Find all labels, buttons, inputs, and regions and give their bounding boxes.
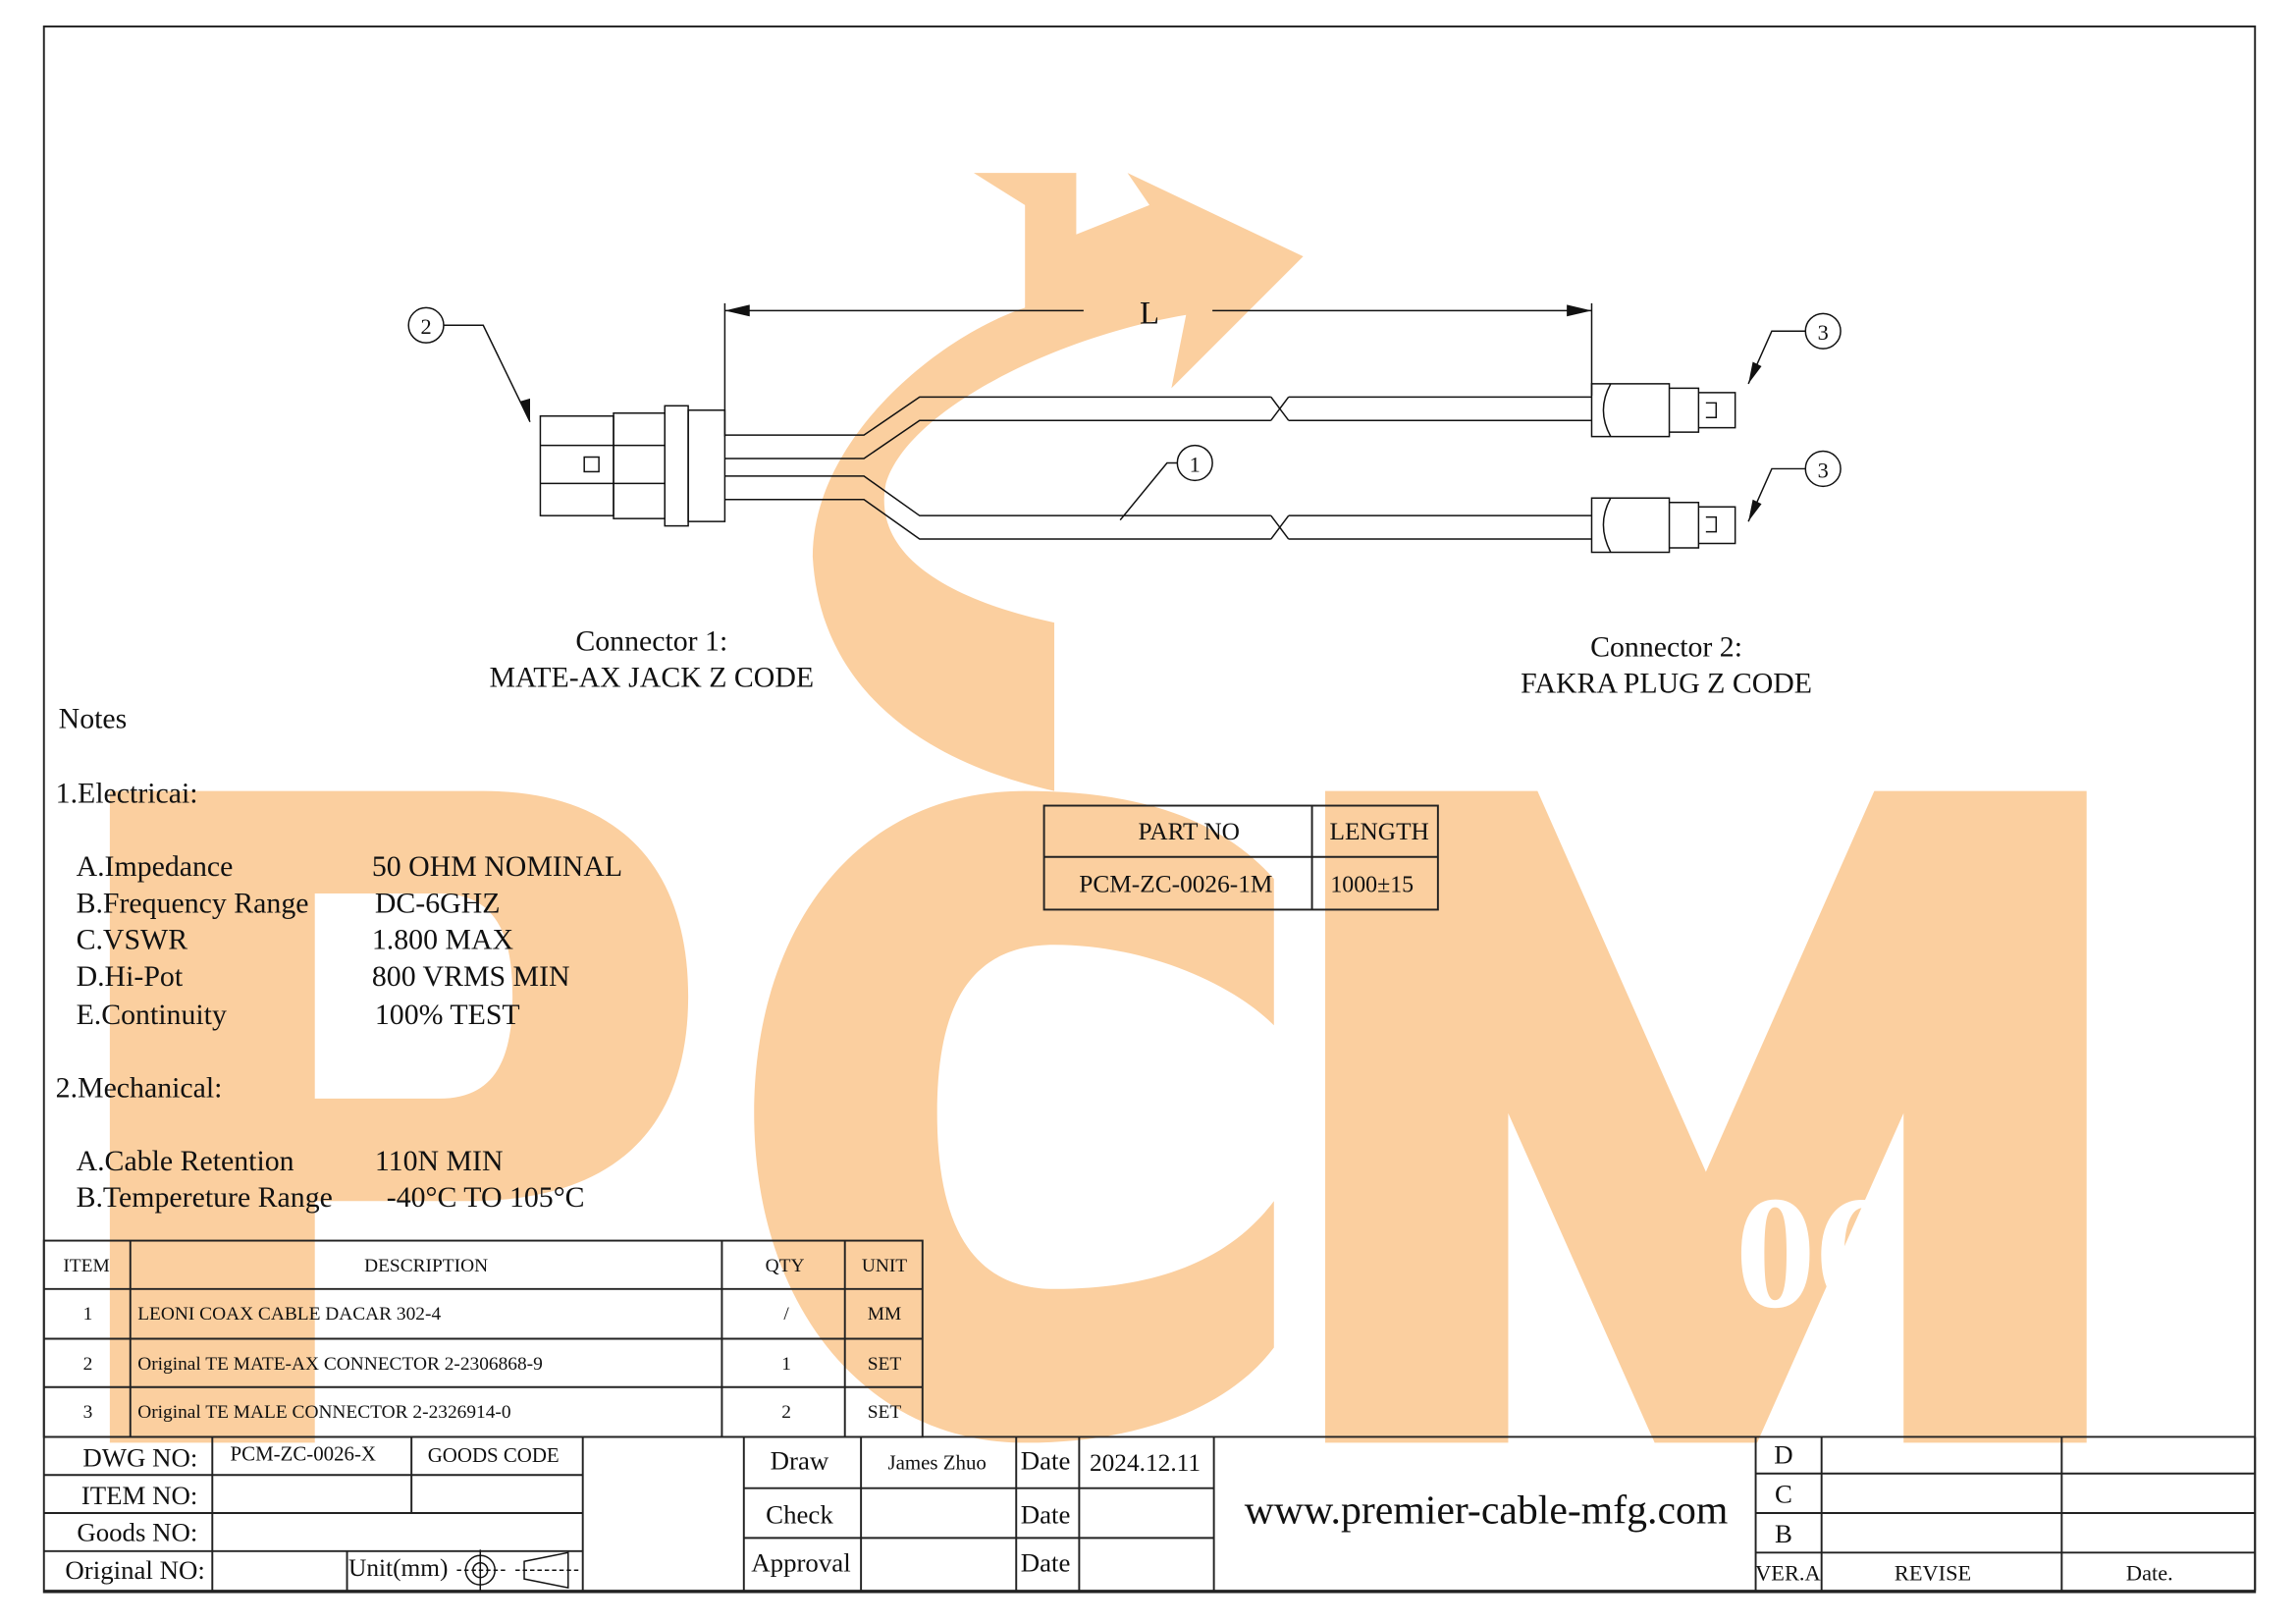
label: Approval xyxy=(751,1548,850,1578)
label: / xyxy=(783,1304,789,1325)
label: SET xyxy=(868,1402,902,1423)
label: MM xyxy=(868,1304,901,1325)
label: QTY xyxy=(766,1256,805,1276)
label: C.VSWR xyxy=(77,924,188,956)
label: D xyxy=(1774,1439,1792,1469)
title-block: DWG NO: PCM-ZC-0026-X GOODS CODE ITEM NO… xyxy=(43,1435,2257,1593)
label: 100% TEST xyxy=(375,999,520,1031)
projection-symbol-icon xyxy=(456,1549,580,1592)
label: DESCRIPTION xyxy=(364,1256,488,1276)
label: 3 xyxy=(1818,320,1829,345)
label: 1 xyxy=(1190,452,1201,476)
sheet-border xyxy=(42,25,2257,1594)
label: A.Cable Retention xyxy=(77,1145,294,1177)
pcm-watermark: 06 xyxy=(109,173,2087,1443)
label: SET xyxy=(868,1354,902,1375)
label: DC-6GHZ xyxy=(375,887,501,919)
coax-cables xyxy=(724,396,1592,540)
dimension-label: L xyxy=(1140,297,1159,332)
watermark-letter-m xyxy=(1324,790,2087,1443)
label: 110N MIN xyxy=(375,1145,504,1177)
watermark-letter-p xyxy=(109,790,689,1443)
label: Original TE MALE CONNECTOR 2-2326914-0 xyxy=(137,1402,510,1423)
connector-2-title: Connector 2: xyxy=(1590,630,1742,663)
label: 3 xyxy=(83,1402,93,1423)
label: 2 xyxy=(83,1354,93,1375)
label: 1.800 MAX xyxy=(372,924,513,956)
label: 2.Mechanical: xyxy=(56,1071,223,1104)
connector-2-drawing xyxy=(1590,383,1736,554)
label: REVISE xyxy=(1895,1561,1971,1586)
label: Date. xyxy=(2126,1561,2173,1586)
label: Date xyxy=(1021,1499,1071,1529)
part-number: PCM-ZC-0026-1M xyxy=(1079,871,1272,898)
dwg-number: PCM-ZC-0026-X xyxy=(231,1441,376,1465)
balloon-3-bottom: 3 xyxy=(1747,450,1842,522)
label: D.Hi-Pot xyxy=(77,960,184,993)
label: Date xyxy=(1021,1445,1071,1475)
label: Unit(mm) xyxy=(348,1554,448,1582)
part-length: 1000±15 xyxy=(1330,873,1414,898)
label: LEONI COAX CABLE DACAR 302-4 xyxy=(137,1304,441,1325)
label: ITEM NO: xyxy=(81,1481,198,1510)
label: 3 xyxy=(1818,458,1829,482)
label: UNIT xyxy=(862,1256,907,1276)
label: A.Impedance xyxy=(77,850,234,883)
label: Original NO: xyxy=(65,1555,204,1585)
label: C xyxy=(1775,1480,1792,1509)
label: PART NO xyxy=(1139,818,1240,845)
label: -40°C TO 105°C xyxy=(387,1181,585,1214)
watermark-letter-c xyxy=(754,790,1274,1443)
website: www.premier-cable-mfg.com xyxy=(1245,1488,1729,1533)
label: 800 VRMS MIN xyxy=(372,960,570,993)
label: Goods NO: xyxy=(77,1517,197,1546)
label: DWG NO: xyxy=(82,1442,197,1472)
label: 2 xyxy=(420,314,431,339)
balloon-3-top: 3 xyxy=(1747,312,1842,385)
label: GOODS CODE xyxy=(428,1443,560,1467)
connector-2-name: FAKRA PLUG Z CODE xyxy=(1521,668,1812,700)
balloon-2: 2 xyxy=(407,306,531,423)
connector-1-name: MATE-AX JACK Z CODE xyxy=(490,662,815,694)
label: 1 xyxy=(83,1304,93,1325)
label: VER.A xyxy=(1755,1561,1820,1586)
draw-date: 2024.12.11 xyxy=(1090,1449,1201,1477)
length-dimension: L xyxy=(723,297,1593,437)
connector-1-title: Connector 1: xyxy=(575,624,727,657)
connector-1-drawing xyxy=(539,405,726,527)
label: Date xyxy=(1021,1548,1071,1578)
label: Draw xyxy=(771,1445,829,1475)
part-table: PART NO LENGTH PCM-ZC-0026-1M 1000±15 xyxy=(1042,804,1439,911)
watermark-number: 06 xyxy=(1735,1164,1896,1342)
label: Check xyxy=(766,1499,833,1529)
label: 1 xyxy=(781,1354,791,1375)
label: LENGTH xyxy=(1330,818,1429,845)
label: 2 xyxy=(781,1402,791,1423)
label: B.Tempereture Range xyxy=(77,1181,333,1214)
label: B.Frequency Range xyxy=(77,887,309,919)
balloon-1: 1 xyxy=(1119,444,1213,521)
label: Original TE MATE-AX CONNECTOR 2-2306868-… xyxy=(137,1354,543,1375)
label: 1.Electricai: xyxy=(56,778,198,810)
label: E.Continuity xyxy=(77,999,227,1031)
drawer-name: James Zhuo xyxy=(888,1450,987,1474)
label: 50 OHM NOMINAL xyxy=(372,850,622,883)
label: B xyxy=(1775,1519,1792,1548)
notes: Notes 1.Electricai: A.Impedance 50 OHM NO… xyxy=(56,702,622,1214)
label: ITEM xyxy=(63,1256,109,1276)
label: Notes xyxy=(59,702,128,734)
